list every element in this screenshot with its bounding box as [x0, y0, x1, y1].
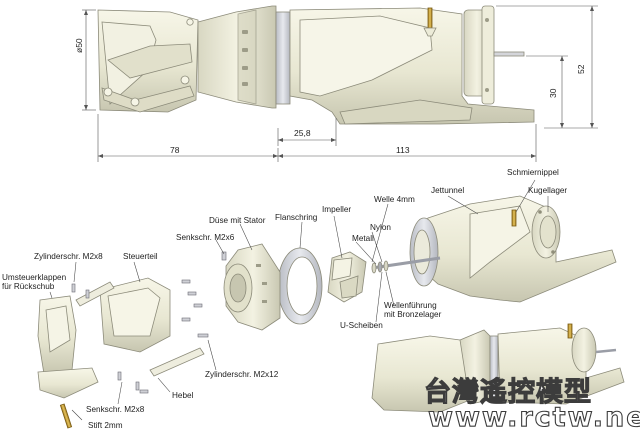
- dim-height-axis: 30: [548, 88, 558, 98]
- dim-offset: 25,8: [294, 128, 311, 138]
- assembled-view: [371, 323, 625, 413]
- label-kugellager: Kugellager: [528, 186, 568, 195]
- watermark-url: www.rctw.net: [427, 401, 640, 433]
- label-umsteuer-2: für Rückschub: [2, 282, 55, 291]
- label-hebel: Hebel: [172, 391, 194, 400]
- label-wellenfuehrung-1: Wellenführung: [384, 301, 437, 310]
- dimension-arrows: [84, 6, 594, 158]
- exploded-view: [37, 195, 617, 429]
- label-duese: Düse mit Stator: [209, 216, 266, 225]
- label-impeller: Impeller: [322, 205, 352, 214]
- label-senk-m2x8: Senkschr. M2x8: [86, 405, 145, 414]
- dimension-lines: [82, 5, 598, 162]
- label-flanschring: Flanschring: [275, 213, 318, 222]
- leader-lines: [49, 179, 549, 421]
- label-zylinder-m2x12: Zylinderschr. M2x12: [205, 370, 279, 379]
- label-stift: Stift 2mm: [88, 421, 123, 430]
- label-zylinder-m2x8: Zylinderschr. M2x8: [34, 252, 103, 261]
- dim-length-right: 113: [396, 145, 410, 155]
- label-welle: Welle 4mm: [374, 195, 415, 204]
- label-u-scheiben: U-Scheiben: [340, 321, 383, 330]
- label-schmiernippel: Schmiernippel: [507, 168, 559, 177]
- label-umsteuer-1: Umsteuerklappen: [2, 273, 67, 282]
- dim-height-total: 52: [576, 64, 586, 74]
- label-wellenfuehrung-2: mit Bronzelager: [384, 310, 442, 319]
- label-steuerteil: Steuerteil: [123, 252, 158, 261]
- label-jettunnel: Jettunnel: [431, 186, 465, 195]
- label-nylon: Nylon: [370, 223, 391, 232]
- side-view-assembly: [97, 5, 535, 125]
- dim-diameter: ø50: [74, 38, 84, 53]
- label-metall: Metall: [352, 234, 374, 243]
- label-senk-m2x6: Senkschr. M2x6: [176, 233, 235, 242]
- dim-length-left: 78: [170, 145, 180, 155]
- watermark-chinese: 台灣遙控模型: [423, 376, 592, 408]
